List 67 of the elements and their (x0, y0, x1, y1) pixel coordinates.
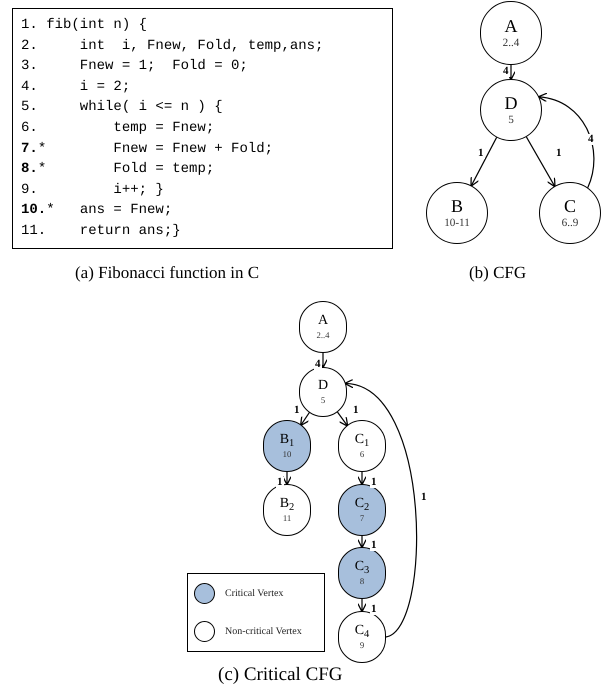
code-line: 9. i++; } (21, 180, 165, 200)
vertex-name: D (504, 94, 518, 112)
vertex-name: B$_{2}$ (280, 497, 294, 512)
arrow (538, 93, 594, 188)
code-line: 7.* Fnew = Fnew + Fold; (21, 140, 274, 159)
line-range: 5 (508, 114, 514, 126)
edge-label: 1 (477, 148, 484, 159)
vertex-name: A (504, 16, 518, 35)
edge-label: 4 (502, 66, 510, 77)
code-line: 11. return ans;} (21, 222, 182, 241)
critical-vertex (338, 547, 386, 599)
vertex-name: C$_{3}$ (354, 560, 370, 574)
legend-text: Non-critical Vertex (225, 625, 302, 640)
arrow (300, 412, 310, 426)
code-line: 5. while( i <= n ) { (21, 98, 224, 118)
edge-label: 1 (555, 148, 562, 159)
vertex-name: D (318, 379, 328, 394)
edge-label: 1 (370, 477, 378, 488)
arrow (282, 472, 292, 486)
legend-text: Critical Vertex (225, 586, 284, 601)
code-box (12, 8, 393, 249)
code-line: 6. temp = Fnew; (21, 118, 216, 138)
vertex-name: C$_{4}$ (354, 624, 370, 638)
vertex-name: A (318, 314, 328, 328)
code-line: 3. Fnew = 1; Fold = 0; (21, 57, 249, 76)
line-range: 2..4 (502, 38, 520, 50)
edge-label: 1 (352, 405, 360, 416)
arrow (336, 412, 348, 427)
arrow (506, 65, 516, 80)
arrow (357, 472, 367, 486)
edge-label: 1 (370, 540, 378, 551)
edge-label: 1 (420, 492, 428, 503)
line-range: 5 (320, 396, 326, 405)
caption: (a) Fibonacci function in C (75, 264, 260, 281)
vertex-name: B (450, 196, 463, 215)
code-line: 1. fib(int n) { (21, 16, 148, 35)
vertex-name: C$_{2}$ (354, 497, 370, 512)
critical-vertex (338, 484, 386, 536)
line-range: 2..4 (316, 331, 330, 340)
edge-label: 1 (293, 405, 300, 416)
code-line: 4. i = 2; (21, 78, 132, 97)
vertex-name: B$_{1}$ (280, 433, 294, 448)
code-line: 2. int i, Fnew, Fold, temp,ans; (21, 36, 324, 56)
arrow (357, 599, 367, 612)
code-line: 8.* Fold = temp; (21, 160, 216, 180)
vertex-name: C (564, 196, 576, 215)
edge-label: 4 (587, 134, 594, 145)
edge-label: 4 (314, 359, 322, 370)
edge-label: 1 (370, 604, 378, 615)
critical-vertex (263, 420, 311, 472)
caption: (c) Critical CFG (218, 665, 343, 684)
arrow (470, 137, 498, 187)
line-range: 7 (360, 514, 364, 523)
arrow (357, 536, 367, 548)
arrow (526, 136, 556, 188)
line-range: 8 (360, 577, 364, 586)
line-range: 6 (360, 450, 364, 459)
line-range: 10 (282, 450, 292, 459)
vertex-name: C$_{1}$ (354, 433, 370, 448)
caption: (b) CFG (469, 264, 526, 281)
line-range: 10-11 (444, 218, 470, 230)
code-line: 10.* ans = Fnew; (21, 201, 174, 220)
edge-label: 1 (276, 477, 284, 488)
line-range: 9 (360, 641, 364, 650)
arrow (344, 380, 418, 638)
line-range: 11 (282, 514, 292, 523)
line-range: 6..9 (562, 218, 578, 230)
